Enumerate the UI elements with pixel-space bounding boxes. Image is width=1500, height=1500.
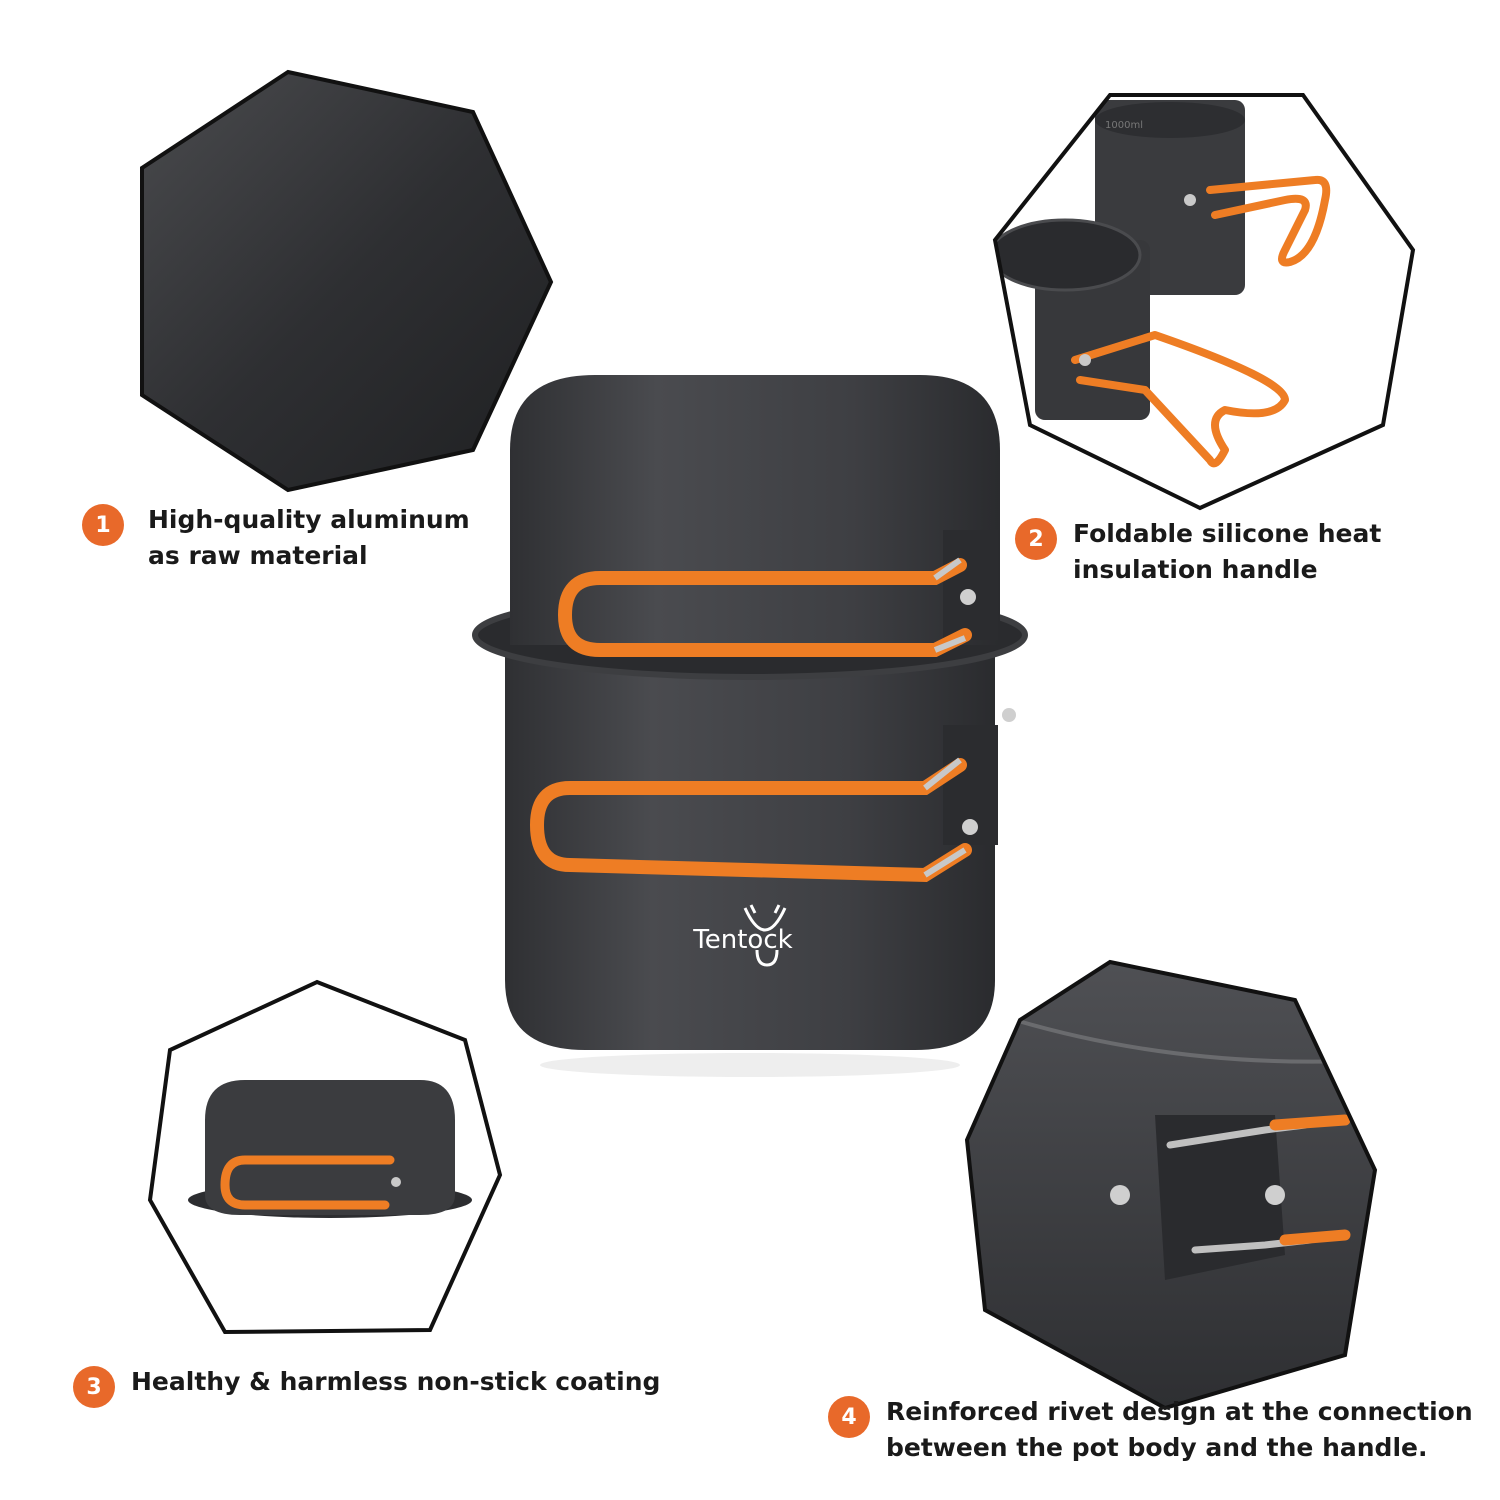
feature-2-badge: 2 xyxy=(1015,518,1057,560)
feature-2-line-2: insulation handle xyxy=(1073,555,1318,584)
feature-4-line-1: Reinforced rivet design at the connectio… xyxy=(886,1397,1473,1426)
feature-4-text: Reinforced rivet design at the connectio… xyxy=(886,1394,1473,1466)
product-pot-set: Tentock xyxy=(472,375,1028,1077)
rivet-closeup-panel xyxy=(964,959,1378,1411)
feature-4: 4 Reinforced rivet design at the connect… xyxy=(828,1396,1473,1466)
feature-2: 2 Foldable silicone heat insulation hand… xyxy=(1015,518,1381,588)
brand-logo: Tentock xyxy=(692,904,793,967)
aluminum-closeup-panel xyxy=(140,69,554,493)
feature-1-line-2: as raw material xyxy=(148,541,368,570)
feature-1-line-1: High-quality aluminum xyxy=(148,505,470,534)
svg-text:1000ml: 1000ml xyxy=(1105,120,1143,131)
feature-2-text: Foldable silicone heat insulation handle xyxy=(1073,516,1381,588)
nonstick-pot-panel xyxy=(147,979,503,1335)
feature-1-text: High-quality aluminum as raw material xyxy=(148,502,470,574)
feature-2-line-1: Foldable silicone heat xyxy=(1073,519,1382,548)
feature-4-badge: 4 xyxy=(828,1396,870,1438)
feature-4-line-2: between the pot body and the handle. xyxy=(886,1433,1428,1462)
feature-3-badge: 3 xyxy=(73,1366,115,1408)
feature-3-text: Healthy & harmless non-stick coating xyxy=(131,1364,660,1400)
feature-1: 1 High-quality aluminum as raw material xyxy=(82,504,470,574)
feature-1-badge: 1 xyxy=(82,504,124,546)
feature-3-line-1: Healthy & harmless non-stick coating xyxy=(131,1367,661,1396)
handles-closeup-panel: 1000ml xyxy=(992,93,1416,511)
feature-3: 3 Healthy & harmless non-stick coating xyxy=(73,1366,660,1408)
